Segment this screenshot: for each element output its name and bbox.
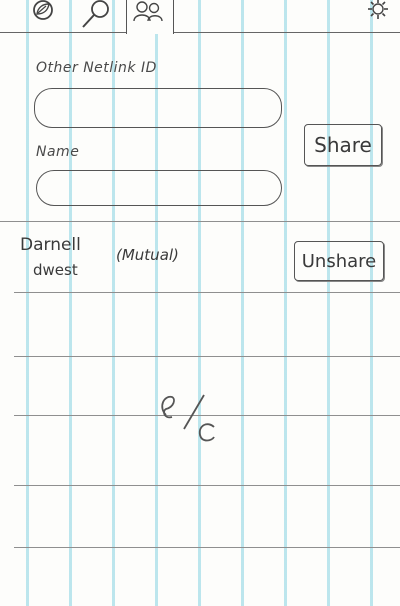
ruled-line	[14, 485, 400, 486]
shared-user-netlink-id: dwest	[33, 261, 78, 279]
people-icon	[133, 1, 163, 22]
ruled-line	[14, 356, 400, 357]
settings-button[interactable]	[360, 0, 396, 28]
ruled-line	[0, 221, 400, 222]
mutual-badge: (Mutual)	[116, 246, 179, 264]
tab-1[interactable]	[24, 0, 62, 32]
tab-2[interactable]	[70, 0, 118, 32]
name-field[interactable]	[36, 170, 282, 206]
share-button[interactable]: Share	[304, 124, 382, 166]
shared-user-name: Darnell	[20, 235, 81, 255]
unshare-button[interactable]: Unshare	[294, 241, 384, 281]
tab-bar-divider	[0, 32, 400, 33]
leaf-badge-icon	[33, 0, 53, 20]
ruled-line	[14, 415, 400, 416]
netlink-id-field[interactable]	[34, 88, 282, 128]
name-label: Name	[36, 144, 80, 160]
ruled-line	[14, 292, 400, 293]
empty-space-mark	[161, 394, 215, 442]
gear-icon	[368, 0, 388, 19]
netlink-id-label: Other Netlink ID	[36, 60, 157, 76]
pin-icon	[82, 0, 109, 28]
tab-3[interactable]	[126, 0, 174, 34]
ruled-line	[14, 547, 400, 548]
tab-bar	[0, 0, 400, 34]
